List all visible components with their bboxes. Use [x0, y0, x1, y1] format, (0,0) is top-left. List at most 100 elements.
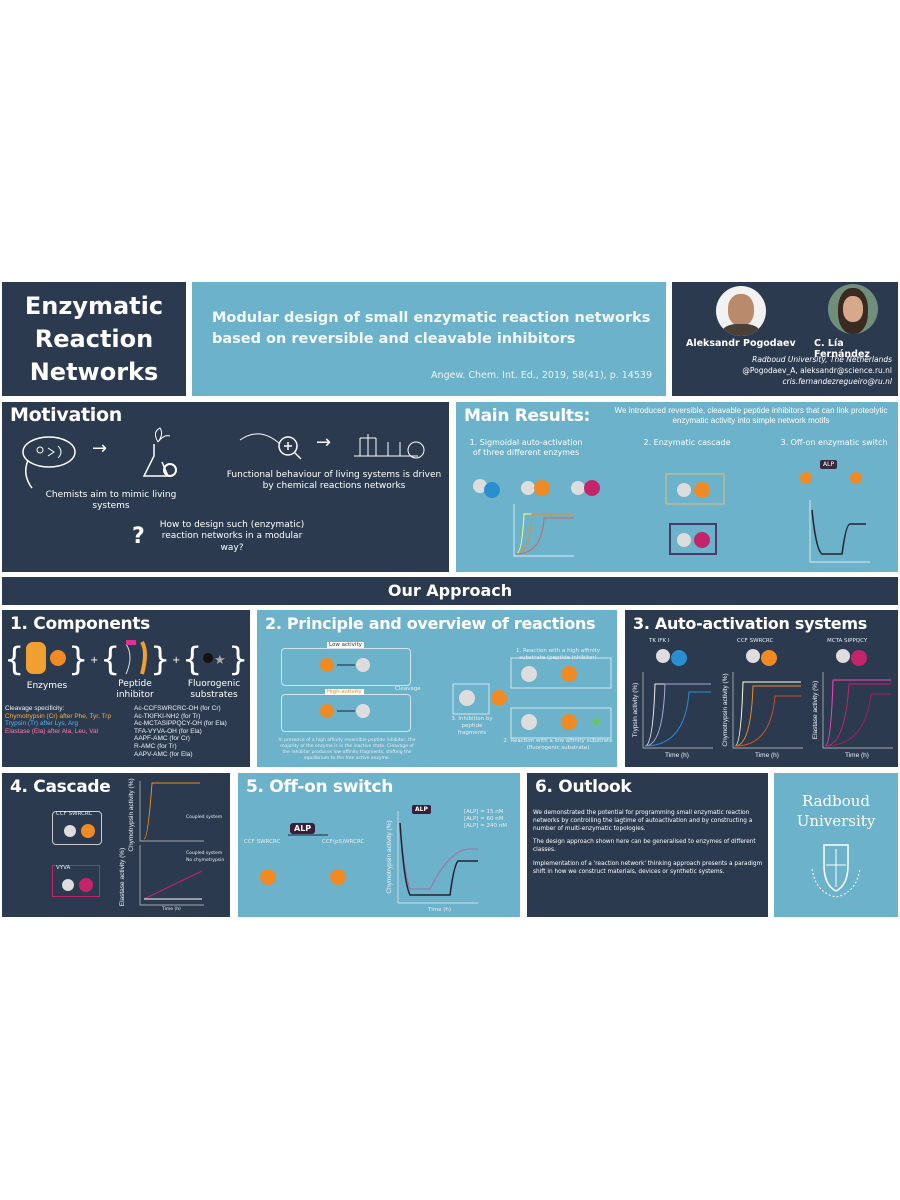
section-title: Main Results:	[464, 406, 591, 426]
avatar	[828, 284, 878, 334]
main-results-intro: We introduced reversible, cleavable pept…	[614, 406, 888, 425]
subtitle-panel: Modular design of small enzymatic reacti…	[192, 282, 666, 396]
autoactivation-panel: 3. Auto-activation systems TK IFK I CCF …	[625, 610, 898, 767]
svg-text:+: +	[172, 655, 180, 666]
legend-item: [ALP] = 60 nM	[464, 816, 504, 823]
affiliation: Radboud University, The Netherlands	[752, 355, 892, 364]
authors-panel: Aleksandr Pogodaev C. Lía Fernández Radb…	[672, 282, 898, 396]
author-name: C. Lía Fernández	[814, 338, 870, 360]
title-line: Enzymatic	[24, 292, 164, 320]
logo-line: University	[796, 812, 876, 830]
x-axis-label: Time (h)	[428, 907, 451, 913]
low-activity-label: Low activity	[327, 642, 364, 648]
author-name: Aleksandr Pogodaev	[686, 338, 796, 349]
legend-item: [ALP] = 240 nM	[464, 823, 508, 830]
title-panel: Enzymatic Reaction Networks	[2, 282, 186, 396]
university-logo-panel: Radboud University	[774, 773, 898, 917]
magnifier-icon	[239, 433, 302, 460]
substrate-line: AAPV-AMC (for Ela)	[134, 750, 193, 758]
specificity-line: Trypsin (Tr) after Lys, Arg	[5, 720, 78, 728]
section-title: 3. Auto-activation systems	[633, 614, 867, 633]
reaction-label: 2. Reaction with a low affinity substrat…	[503, 738, 613, 752]
specificity-line: Elastase (Ela) after Ala, Leu, Val	[5, 727, 99, 735]
cascade-top-label: CCF SWRCRC	[56, 811, 93, 817]
contact[interactable]: @Pogodaev_A, aleksandr@science.ru.nl	[742, 366, 892, 375]
avatar	[716, 286, 766, 336]
subtitle-line: Modular design of small enzymatic reacti…	[212, 310, 651, 326]
network-icon	[354, 434, 425, 459]
enzyme-icons	[473, 479, 600, 498]
inhibitor-line: TFA-VYVA-OH (for Ela)	[134, 727, 202, 735]
cleavage-label: Cleavage	[395, 686, 421, 692]
cascade-diagram	[665, 473, 725, 555]
svg-text:+: +	[90, 655, 98, 666]
main-results-panel: Main Results: We introduced reversible, …	[456, 402, 898, 572]
section-title: 2. Principle and overview of reactions	[265, 614, 596, 633]
svg-text:★: ★	[591, 715, 602, 729]
arrow-icon: →	[316, 432, 332, 453]
contact[interactable]: cris.fernandezregueiro@ru.nl	[782, 377, 892, 386]
system-label: MCTA SIPPQCY	[827, 638, 868, 644]
reaction-label: 3. Inhibition by peptide fragments	[451, 716, 493, 737]
y-axis-label: Chymotrypsin activity (%)	[722, 673, 729, 747]
subtitle-line: based on reversible and cleavable inhibi…	[212, 331, 576, 347]
alp-badge: ALP	[820, 460, 838, 469]
outlook-paragraph: We demonstrated the potential for progra…	[533, 810, 753, 833]
title-line: Reaction	[34, 325, 154, 353]
autoactivation-plots	[642, 649, 893, 749]
cascade-diagram	[62, 781, 204, 906]
y-axis-label: Chymotrypsin activity (%)	[386, 820, 393, 894]
cascade-panel: 4. Cascade CCF SWRCRC VYVA Chymotrypsin …	[2, 773, 230, 917]
system-label: TK IFK I	[649, 638, 670, 644]
title-line: Networks	[29, 358, 159, 386]
motivation-panel: Motivation → Chemists aim to mimic livin…	[2, 402, 449, 572]
principle-panel: 2. Principle and overview of reactions L…	[257, 610, 617, 767]
section-title: Our Approach	[387, 581, 513, 600]
section-title: 6. Outlook	[535, 777, 632, 797]
y-axis-label: Trypsin activity (%)	[632, 682, 639, 738]
inhibitor-line: Ac-CCFSWRCRC-OH (for Cr)	[134, 705, 221, 712]
reaction-label: 1. Reaction with a high affinity substra…	[515, 648, 601, 662]
x-axis-label: Time (h)	[845, 752, 869, 759]
svg-text:}: }	[228, 640, 248, 678]
outlook-paragraph: The design approach shown here can be ge…	[533, 839, 756, 854]
svg-text:{: {	[100, 640, 120, 678]
logo-line: Radboud	[801, 792, 871, 810]
arrow-icon: →	[92, 438, 108, 459]
motivation-question: How to design such (enzymatic) reaction …	[159, 520, 305, 553]
component-label: Fluorogenic substrates	[187, 679, 241, 701]
switch-diagram	[260, 811, 478, 904]
motivation-caption: Chemists aim to mimic living systems	[45, 490, 177, 512]
component-label: Enzymes	[26, 681, 68, 691]
specificity-line: Chymotrypsin (Cr) after Phe, Tyr, Trp	[5, 712, 112, 720]
university-seal-icon	[811, 844, 861, 898]
principle-note: In presence of a high affinity reversibl…	[278, 738, 416, 761]
section-title: 5. Off-on switch	[246, 777, 394, 797]
citation: Angew. Chem. Int. Ed., 2019, 58(41), p. …	[431, 370, 652, 381]
alp-badge: ALP	[290, 823, 316, 834]
reaction-diagram: ★	[320, 657, 612, 739]
specificity-line: Cleavage specificity:	[5, 705, 65, 712]
svg-text:}: }	[68, 640, 88, 678]
alp-badge: ALP	[412, 805, 431, 814]
outlook-paragraph: Implementation of a 'reaction network' t…	[533, 860, 763, 875]
switch-left-label: CCF SWRCRC	[244, 839, 281, 845]
substrate-line: R-AMC (for Tr)	[134, 742, 177, 750]
svg-text:{: {	[182, 640, 202, 678]
autoactivation-plot	[513, 504, 574, 557]
system-label: CCF SWRCRC	[737, 638, 774, 644]
legend-item: No chymotrypsin	[186, 858, 225, 863]
switch-panel: 5. Off-on switch ALP CCF SWRCRC CCF(pS)W…	[238, 773, 520, 917]
result-item: 3. Off-on enzymatic switch	[780, 438, 888, 447]
svg-text:★: ★	[214, 653, 226, 668]
component-label: Peptide inhibitor	[116, 679, 154, 701]
result-item: 2. Enzymatic cascade	[643, 438, 731, 447]
substrate-line: AAPF-AMC (for Cr)	[134, 735, 190, 743]
motivation-caption: Functional behaviour of living systems i…	[226, 470, 442, 492]
high-activity-label: High activity	[325, 689, 364, 695]
x-axis-label: Time (h)	[665, 752, 689, 759]
inhibitor-line: Ac-MCTASIPPQCY-OH (for Ela)	[134, 720, 227, 728]
y-axis-label: Elastase activity (%)	[812, 680, 819, 740]
result-item: 1. Sigmoidal auto-activation of three di…	[469, 438, 583, 457]
section-title: Motivation	[10, 404, 122, 426]
